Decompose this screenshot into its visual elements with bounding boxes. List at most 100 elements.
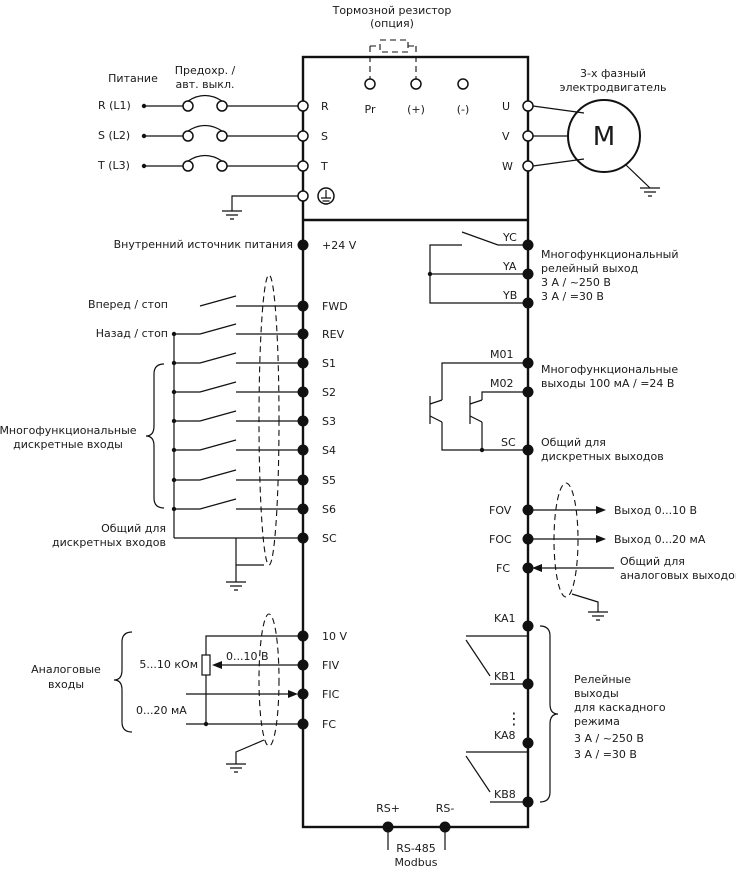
outputs-label-2: выходы 100 мА / =24 В bbox=[541, 377, 674, 390]
terminal-yc bbox=[522, 239, 534, 251]
analog-inputs-label-2: входы bbox=[48, 678, 84, 691]
terminal-pr-label: Pr bbox=[365, 103, 376, 116]
terminal-sc-out bbox=[522, 444, 534, 456]
rs485-label: RS-485 bbox=[396, 842, 436, 855]
terminal-v bbox=[522, 130, 534, 142]
terminal-u-label: U bbox=[502, 100, 510, 113]
left-control-terminals: FWD REV S1 S2 S3 S4 S5 S6 SC 10 V FIV FI… bbox=[297, 300, 348, 731]
terminal-fc-in-label: FC bbox=[322, 718, 336, 731]
supply-label-s: S (L2) bbox=[98, 129, 130, 142]
motor-output-v: V bbox=[502, 130, 568, 143]
supply-label-t: T (L3) bbox=[97, 159, 130, 172]
modbus-label: Modbus bbox=[395, 856, 438, 869]
cascade-label-1: Релейные bbox=[574, 673, 631, 686]
terminal-s5-label: S5 bbox=[322, 474, 336, 487]
common-analog-label-1: Общий для bbox=[620, 555, 685, 568]
ground-icon bbox=[226, 581, 246, 591]
brake-resistor-wires bbox=[369, 45, 417, 80]
terminal-v-label: V bbox=[502, 130, 510, 143]
cascade-ellipsis: ⋮ bbox=[506, 709, 522, 728]
reverse-label: Назад / стоп bbox=[96, 327, 168, 340]
rs-plus-label: RS+ bbox=[376, 802, 400, 815]
terminal-m01-label: M01 bbox=[490, 348, 514, 361]
volt-range-label: 0...10 В bbox=[226, 650, 269, 663]
fuse-label-2: авт. выкл. bbox=[176, 78, 235, 91]
out-v-label: Выход 0...10 В bbox=[614, 504, 697, 517]
motor-output-w: W bbox=[502, 158, 585, 173]
brake-resistor-label: Тормозной резистор bbox=[332, 4, 452, 17]
terminal-10v-label: 10 V bbox=[322, 630, 347, 643]
terminal-kb1-label: KB1 bbox=[494, 670, 516, 683]
fuse-icon bbox=[187, 154, 223, 162]
relay-label-3: 3 А / ~250 В bbox=[541, 276, 611, 289]
terminal-s-label: S bbox=[321, 130, 328, 143]
supply-line-t: T (L3) T bbox=[97, 154, 328, 173]
analog-wiring bbox=[186, 635, 303, 727]
terminal-s1-label: S1 bbox=[322, 357, 336, 370]
inverter-enclosure bbox=[301, 55, 530, 829]
terminal-rev-label: REV bbox=[322, 328, 345, 341]
terminal-u bbox=[522, 100, 534, 112]
terminal-m02-label: M02 bbox=[490, 377, 514, 390]
terminal-fic-label: FIC bbox=[322, 688, 340, 701]
terminal-rev bbox=[297, 328, 309, 340]
forward-label: Вперед / стоп bbox=[88, 298, 168, 311]
cascade-brace bbox=[539, 625, 559, 803]
current-range-label: 0...20 мА bbox=[136, 704, 187, 717]
terminal-kb8-label: KB8 bbox=[494, 788, 516, 801]
out-a-label: Выход 0...20 мА bbox=[614, 533, 706, 546]
terminal-ya bbox=[522, 268, 534, 280]
terminal-s1 bbox=[297, 357, 309, 369]
terminal-sc-in-label: SC bbox=[322, 532, 337, 545]
terminal-fc-out bbox=[522, 562, 534, 574]
terminal-ya-label: YA bbox=[502, 260, 517, 273]
pot-range-label: 5...10 кОм bbox=[139, 658, 198, 671]
terminal-kb8 bbox=[522, 796, 534, 808]
motor-icon bbox=[567, 99, 641, 173]
terminal-fov bbox=[522, 504, 534, 516]
terminal-m01 bbox=[522, 357, 534, 369]
common-outputs-label-2: дискретных выходов bbox=[541, 450, 664, 463]
brake-resistor-symbol bbox=[379, 39, 409, 53]
analog-input-shield bbox=[258, 613, 280, 747]
terminal-minus bbox=[457, 78, 469, 90]
ground-icon bbox=[222, 210, 242, 220]
terminal-pr bbox=[364, 78, 376, 90]
potentiometer-icon bbox=[201, 654, 211, 676]
multi-inputs-label-2: дискретные входы bbox=[13, 438, 123, 451]
terminal-24v-label: +24 V bbox=[322, 239, 357, 252]
terminal-s2-label: S2 bbox=[322, 386, 336, 399]
terminal-ka1-label: KA1 bbox=[494, 612, 516, 625]
terminal-fiv-label: FIV bbox=[322, 659, 340, 672]
terminal-sc-in bbox=[297, 532, 309, 544]
terminal-w-label: W bbox=[502, 160, 513, 173]
ground-icon bbox=[588, 611, 608, 621]
terminal-fic bbox=[297, 688, 309, 700]
fuse-icon bbox=[187, 124, 223, 132]
multi-inputs-label-1: Многофункциональные bbox=[0, 424, 137, 437]
terminal-s4 bbox=[297, 444, 309, 456]
motor-output-u: U bbox=[502, 100, 585, 114]
power-label: Питание bbox=[108, 72, 158, 85]
input-switches bbox=[171, 295, 303, 539]
terminal-kb1 bbox=[522, 678, 534, 690]
internal-supply-label: Внутренний источник питания bbox=[114, 238, 293, 251]
common-inputs-label-1: Общий для bbox=[101, 522, 166, 535]
terminal-foc-label: FOC bbox=[489, 533, 512, 546]
relay-label-1: Многофункциональный bbox=[541, 248, 679, 261]
motor-label-1: 3-х фазный bbox=[580, 67, 646, 80]
rs-minus-label: RS- bbox=[436, 802, 455, 815]
analog-brace bbox=[113, 631, 133, 733]
outputs-label-1: Многофункциональные bbox=[541, 363, 678, 376]
terminal-plus-label: (+) bbox=[407, 103, 425, 116]
cascade-label-5: 3 А / ~250 В bbox=[574, 732, 644, 745]
fuse-label-1: Предохр. / bbox=[175, 64, 236, 77]
cascade-label-6: 3 А / =30 В bbox=[574, 748, 637, 761]
common-inputs-label-2: дискретных входов bbox=[52, 536, 166, 549]
terminal-foc bbox=[522, 533, 534, 545]
terminal-r bbox=[297, 100, 309, 112]
motor-symbol: M bbox=[593, 122, 615, 152]
cascade-label-2: выходы bbox=[574, 687, 619, 700]
rs485-port: RS+ RS- RS-485 Modbus bbox=[376, 802, 454, 869]
